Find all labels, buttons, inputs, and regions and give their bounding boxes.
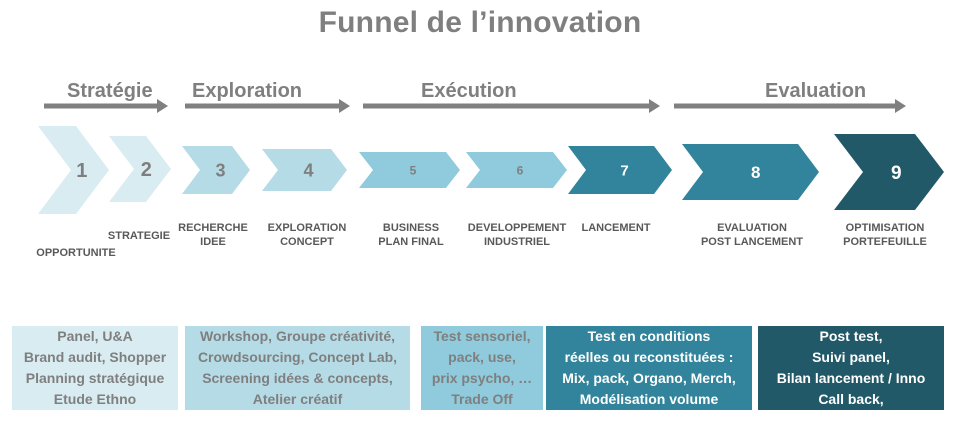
phase-label-exploration: Exploration (192, 80, 303, 102)
step-label-2: STRATEGIE (79, 229, 199, 243)
step-number: 8 (751, 163, 760, 182)
methods-line: Modélisation volume (579, 391, 719, 407)
methods-line: Test sensoriel, (433, 328, 531, 344)
step-label-8: EVALUATION POST LANCEMENT (692, 221, 812, 249)
methods-line: Call back, (818, 391, 884, 407)
step-chevron-5: 5 (359, 152, 460, 188)
step-label-1: OPPORTUNITE (16, 246, 136, 260)
step-label-line: PORTEFEUILLE (843, 236, 927, 248)
methods-line: Crowdsourcing, Concept Lab, (197, 349, 398, 365)
step-chevron-7: 7 (568, 146, 672, 194)
methods-line: réelles ou reconstituées : (564, 349, 734, 365)
step-label-line: STRATEGIE (107, 230, 171, 242)
step-label-7: LANCEMENT (556, 221, 676, 235)
phase-arrow (44, 99, 168, 113)
methods-line: Brand audit, Shopper (23, 349, 167, 365)
methods-line: Planning stratégique (25, 370, 165, 386)
step-chevron-6: 6 (466, 152, 567, 188)
methods-box-5: Post test, Suivi panel, Bilan lancement / … (758, 326, 944, 410)
step-chevron-9: 9 (834, 134, 944, 210)
step-label-3: RECHERCHE IDEE (153, 221, 273, 249)
step-label-line: OPTIMISATION (845, 222, 925, 234)
step-chevron-4: 4 (262, 149, 347, 191)
phase-arrow (363, 99, 660, 113)
step-number: 9 (891, 163, 902, 184)
phase-label-strategie: Stratégie (67, 80, 153, 102)
methods-line: Post test, (819, 328, 883, 344)
step-number: 1 (76, 160, 87, 182)
methods-line: Screening idées & concepts, (202, 370, 393, 386)
methods-line: Test en conditions (587, 328, 711, 344)
step-label-line: EXPLORATION (267, 222, 347, 234)
step-number: 5 (410, 163, 417, 177)
step-label-line: LANCEMENT (581, 222, 651, 234)
methods-line: Etude Ethno (53, 391, 137, 407)
step-number: 7 (620, 162, 628, 179)
step-label-line: RECHERCHE (178, 222, 248, 234)
step-label-6: DEVELOPPEMENT INDUSTRIEL (457, 221, 577, 249)
phase-label-execution: Exécution (421, 80, 517, 102)
step-number: 2 (141, 159, 152, 181)
phase-arrow (185, 99, 350, 113)
methods-line: Trade Off (451, 391, 513, 407)
step-number: 6 (517, 163, 524, 177)
phase-arrow (674, 99, 906, 113)
step-number: 4 (303, 160, 313, 180)
step-label-line: DEVELOPPEMENT (467, 222, 567, 234)
methods-box-2: Workshop, Groupe créativité, Crowdsourcin… (185, 326, 410, 410)
step-chevron-1: 1 (38, 126, 109, 214)
step-label-line: CONCEPT (280, 236, 334, 248)
step-label-line: BUSINESS (382, 222, 440, 234)
methods-line: prix psycho, … (431, 370, 533, 386)
methods-line: pack, use, (448, 349, 516, 365)
step-label-4: EXPLORATION CONCEPT (247, 221, 367, 249)
methods-line: Workshop, Groupe créativité, (199, 328, 395, 344)
methods-box-3: Test sensoriel, pack, use, prix psycho, … T… (421, 326, 543, 410)
step-number: 3 (215, 160, 225, 180)
methods-line: Mix, pack, Organo, Merch, (562, 370, 736, 386)
methods-line: Panel, U&A (57, 328, 133, 344)
step-label-9: OPTIMISATION PORTEFEUILLE (825, 221, 945, 249)
methods-line: Atelier créatif (252, 391, 343, 407)
step-label-5: BUSINESS PLAN FINAL (351, 221, 471, 249)
step-label-line: OPPORTUNITE (36, 247, 116, 259)
methods-line: Bilan lancement / Inno (776, 370, 926, 386)
page-title: Funnel de l’innovation (318, 6, 642, 39)
step-label-line: IDEE (200, 236, 226, 248)
methods-box-4: Test en conditions réelles ou reconstitué… (546, 326, 752, 410)
step-chevron-2: 2 (109, 136, 171, 202)
step-chevron-8: 8 (682, 144, 819, 200)
step-label-line: PLAN FINAL (378, 236, 444, 248)
step-label-line: EVALUATION (717, 222, 787, 234)
step-label-line: INDUSTRIEL (484, 236, 550, 248)
step-chevron-3: 3 (182, 146, 250, 194)
step-label-line: POST LANCEMENT (700, 236, 804, 248)
methods-line: Suivi panel, (812, 349, 890, 365)
phase-label-evaluation: Evaluation (765, 80, 867, 102)
